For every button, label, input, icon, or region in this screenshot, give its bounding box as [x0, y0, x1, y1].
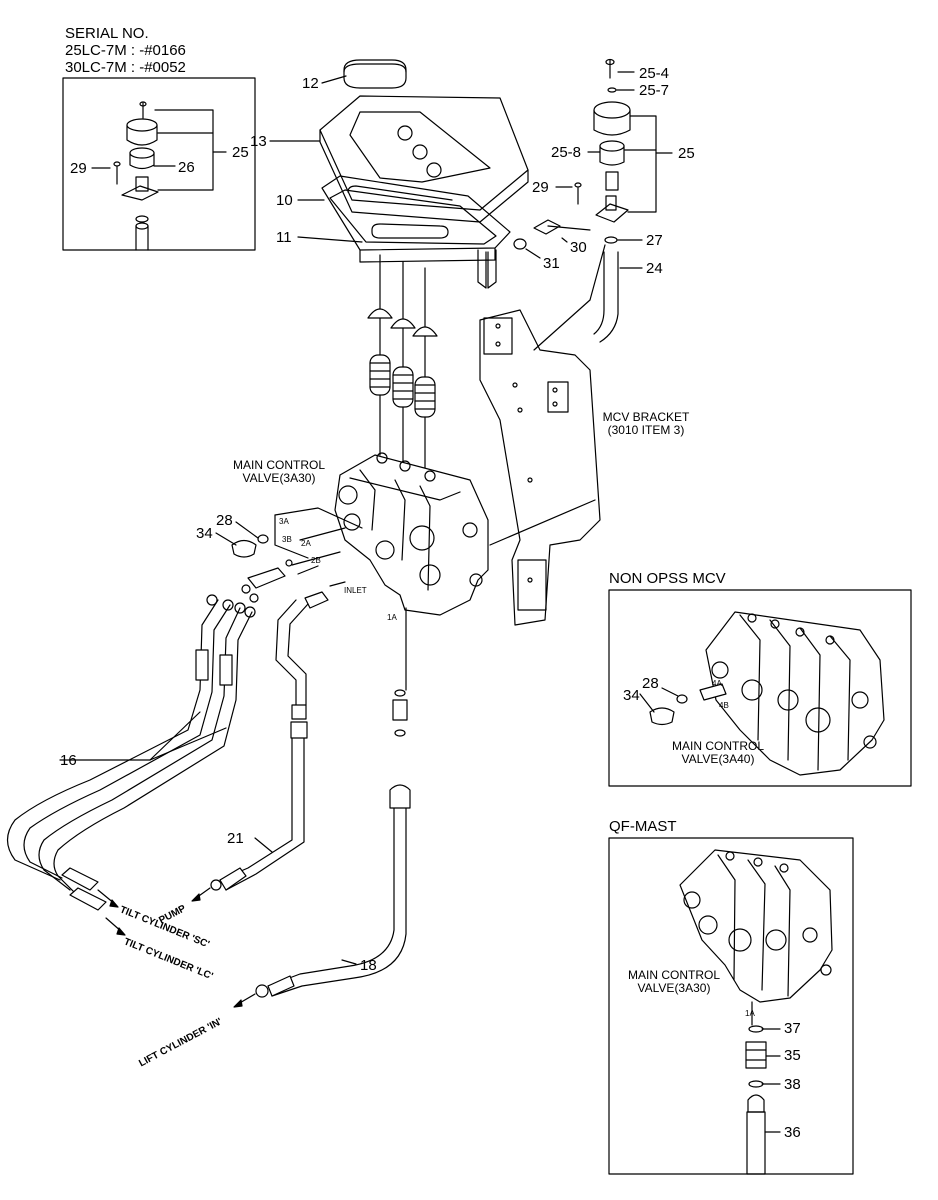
serial-line-1: 25LC-7M : -#0166	[65, 42, 186, 59]
callout-31: 31	[543, 255, 560, 272]
port-2a: 2A	[301, 539, 311, 548]
tilt-hoses	[6, 594, 256, 911]
port-4b: 4B	[719, 701, 729, 710]
non-opss-valve-label-1: MAIN CONTROL	[671, 739, 764, 753]
mcv-bracket	[479, 244, 606, 626]
top-cover-assembly	[319, 59, 529, 289]
mcv-bracket-label-1: MCV BRACKET	[602, 410, 690, 424]
callout-12: 12	[302, 75, 319, 92]
tilt-hose-arrows	[97, 889, 126, 936]
port-2b: 2B	[311, 556, 321, 565]
pump-hose	[191, 599, 309, 902]
main-control-valve	[334, 452, 489, 691]
callout-37: 37	[784, 1020, 801, 1037]
callout-13: 13	[250, 133, 267, 150]
callout-10: 10	[276, 192, 293, 209]
callout-25: 25	[678, 145, 695, 162]
serial-line-2: 30LC-7M : -#0052	[65, 59, 186, 76]
port-1a: 1A	[387, 613, 397, 622]
qf-port-1a: 1A	[745, 1009, 755, 1018]
callout-25-inset: 25	[232, 144, 249, 161]
callout-21: 21	[227, 830, 244, 847]
callout-36: 36	[784, 1124, 801, 1141]
callout-28: 28	[216, 512, 233, 529]
mcv-bracket-label-2: (3010 ITEM 3)	[607, 423, 685, 437]
knob-assembly	[513, 58, 673, 343]
callout-18: 18	[360, 957, 377, 974]
non-opss-valve-label-2: VALVE(3A40)	[681, 752, 755, 766]
serial-inset-box	[62, 77, 256, 251]
qf-valve-label-2: VALVE(3A30)	[637, 981, 711, 995]
serial-heading: SERIAL NO.	[65, 25, 149, 42]
port-3a: 3A	[279, 517, 289, 526]
callout-25-8: 25-8	[551, 144, 582, 161]
callout-29-inset: 29	[70, 160, 87, 177]
callout-28-non-opss: 28	[642, 675, 659, 692]
callout-30: 30	[570, 239, 587, 256]
port-inlet: INLET	[344, 586, 367, 595]
callout-38: 38	[784, 1076, 801, 1093]
port-3b: 3B	[282, 535, 292, 544]
lever-boots	[367, 254, 438, 476]
port-4a: 4A	[712, 679, 722, 688]
callout-25-7: 25-7	[639, 82, 670, 99]
qf-valve-label-1: MAIN CONTROL	[627, 968, 720, 982]
callout-29: 29	[532, 179, 549, 196]
main-valve-label-1: MAIN CONTROL	[233, 458, 326, 472]
valve-port-fittings	[231, 507, 408, 737]
callout-35: 35	[784, 1047, 801, 1064]
main-valve-label-2: VALVE(3A30)	[242, 471, 316, 485]
callout-16: 16	[60, 752, 77, 769]
qf-mast-title: QF-MAST	[609, 818, 677, 835]
callout-24: 24	[646, 260, 663, 277]
lift-hose	[233, 784, 411, 1008]
callout-11: 11	[276, 229, 292, 246]
callout-26-inset: 26	[178, 159, 195, 176]
callout-27: 27	[646, 232, 663, 249]
non-opss-box	[608, 589, 912, 787]
callout-34: 34	[196, 525, 213, 542]
non-opss-title: NON OPSS MCV	[609, 570, 726, 587]
callout-34-non-opss: 34	[623, 687, 640, 704]
callout-25-4: 25-4	[639, 65, 670, 82]
qf-mast-box	[608, 837, 854, 1175]
